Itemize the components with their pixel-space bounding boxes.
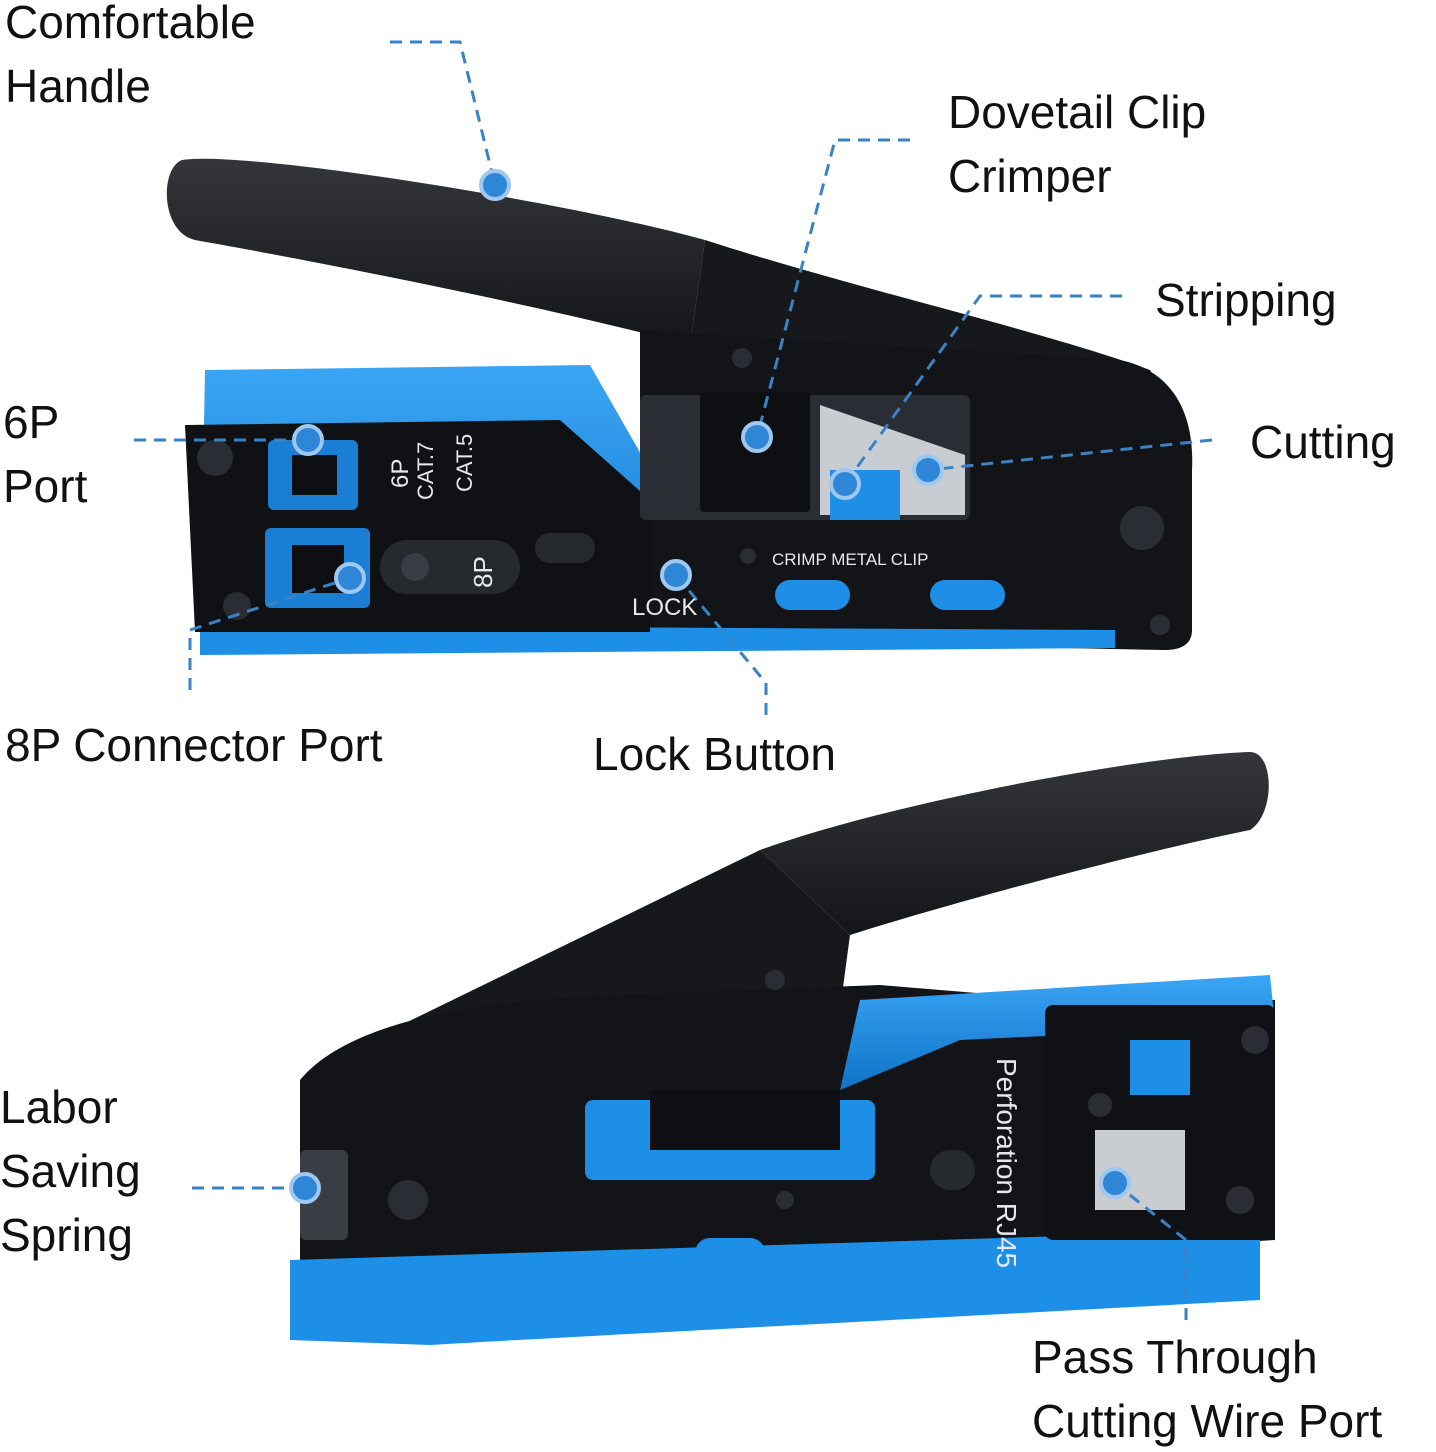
label-line: Lock Button (593, 728, 836, 780)
leader-lines (134, 40, 1213, 1320)
label-line: 8P Connector Port (5, 719, 383, 771)
dot-6p-port (292, 424, 324, 456)
callout-dots (289, 169, 1131, 1204)
label-line: 6P (3, 396, 60, 448)
top-crimper (166, 158, 1193, 655)
bottom-blue-base (290, 1230, 1260, 1345)
label-stripping: Stripping (1155, 268, 1337, 332)
dot-stripping (829, 468, 861, 500)
dot-dovetail-clip (741, 421, 773, 453)
top-blue-strip (200, 625, 1115, 655)
label-line: Port (3, 460, 88, 512)
dot-8p-port (334, 562, 366, 594)
label-line: Labor (0, 1081, 118, 1133)
bottom-spring (300, 1150, 348, 1240)
label-lock-button: Lock Button (593, 722, 836, 786)
marking-cat5: CAT.5 (452, 434, 477, 492)
leader-pass-through (1114, 1181, 1188, 1320)
label-line: Saving (0, 1145, 141, 1197)
label-cutting: Cutting (1250, 410, 1396, 474)
dot-lock-button (660, 559, 692, 591)
leader-8p-port (188, 576, 351, 690)
label-line: Pass Through (1032, 1331, 1318, 1383)
tool-markings: 6P CAT.7 CAT.5 8P CRIMP METAL CLIP LOCK … (387, 434, 1022, 1268)
label-comfortable-handle: Comfortable Handle (5, 0, 256, 118)
label-line: Comfortable (5, 0, 256, 48)
label-line: Spring (0, 1209, 133, 1261)
label-line: Cutting (1250, 416, 1396, 468)
top-handle-grip (166, 158, 705, 345)
marking-perforation: Perforation RJ45 (991, 1058, 1022, 1268)
dot-cutting (912, 454, 944, 486)
leader-lock-button (674, 574, 768, 715)
marking-6p: 6P (387, 459, 414, 488)
bottom-grip-pad-1 (545, 1255, 615, 1285)
marking-lock: LOCK (632, 594, 697, 621)
label-line: Crimper (948, 150, 1112, 202)
label-line: Dovetail Clip (948, 86, 1207, 138)
top-grip-pad-1 (775, 580, 850, 610)
label-line: Stripping (1155, 274, 1337, 326)
label-8p-connector-port: 8P Connector Port (5, 713, 383, 777)
label-pass-through-cutting-wire-port: Pass Through Cutting Wire Port (1032, 1325, 1382, 1452)
label-line: Handle (5, 60, 151, 112)
leader-comfortable-handle (390, 40, 497, 186)
label-dovetail-clip-crimper: Dovetail Clip Crimper (948, 80, 1206, 208)
leader-dovetail-clip (755, 138, 910, 438)
top-grip-pad-2 (930, 580, 1005, 610)
marking-crimp-metal-clip: CRIMP METAL CLIP (772, 550, 929, 569)
bottom-handle-grip (760, 752, 1269, 935)
dot-comfortable-handle (479, 169, 511, 201)
marking-8p: 8P (468, 556, 498, 588)
bottom-grip-pad-2 (695, 1238, 765, 1268)
label-line: Cutting Wire Port (1032, 1395, 1383, 1447)
label-6p-port: 6P Port (3, 390, 87, 518)
dot-pass-through (1099, 1167, 1131, 1199)
bottom-crimper (290, 752, 1275, 1345)
leader-stripping (843, 294, 1122, 485)
leader-cutting (927, 438, 1213, 472)
marking-cat7: CAT.7 (413, 442, 438, 500)
label-labor-saving-spring: Labor Saving Spring (0, 1075, 141, 1267)
dot-labor-spring (289, 1172, 321, 1204)
